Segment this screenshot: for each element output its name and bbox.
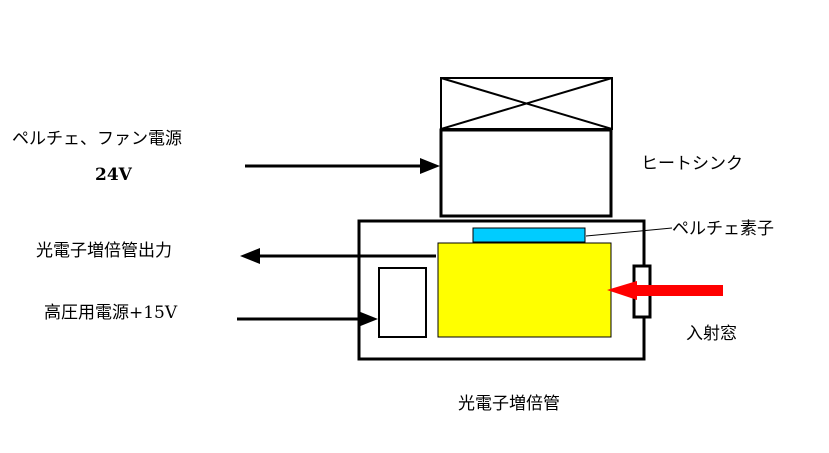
- hv-module-block: [378, 267, 427, 338]
- power-24v-arrow: [245, 158, 440, 174]
- peltier-fan-voltage-label: 24V: [95, 165, 132, 185]
- peltier-element-block: [472, 227, 586, 243]
- pmt-output-arrow: [240, 248, 436, 264]
- hv-power-arrow: [237, 311, 378, 327]
- peltier-leader-line: [585, 227, 673, 237]
- fan: [440, 77, 613, 130]
- hv-power-label: 高圧用電源+15V: [44, 303, 178, 323]
- pmt-output-label: 光電子増倍管出力: [36, 241, 172, 261]
- incident-light-arrow: [607, 281, 723, 300]
- pmt-tube-block: [437, 242, 612, 338]
- heat-sink-label: ヒートシンク: [641, 154, 743, 174]
- heat-sink-block: [439, 128, 613, 218]
- peltier-fan-power-label: ペルチェ、ファン電源: [12, 129, 182, 149]
- pmt-caption: 光電子増倍管: [458, 394, 560, 414]
- peltier-element-label: ペルチェ素子: [672, 219, 774, 239]
- entrance-window-label: 入射窓: [686, 324, 737, 344]
